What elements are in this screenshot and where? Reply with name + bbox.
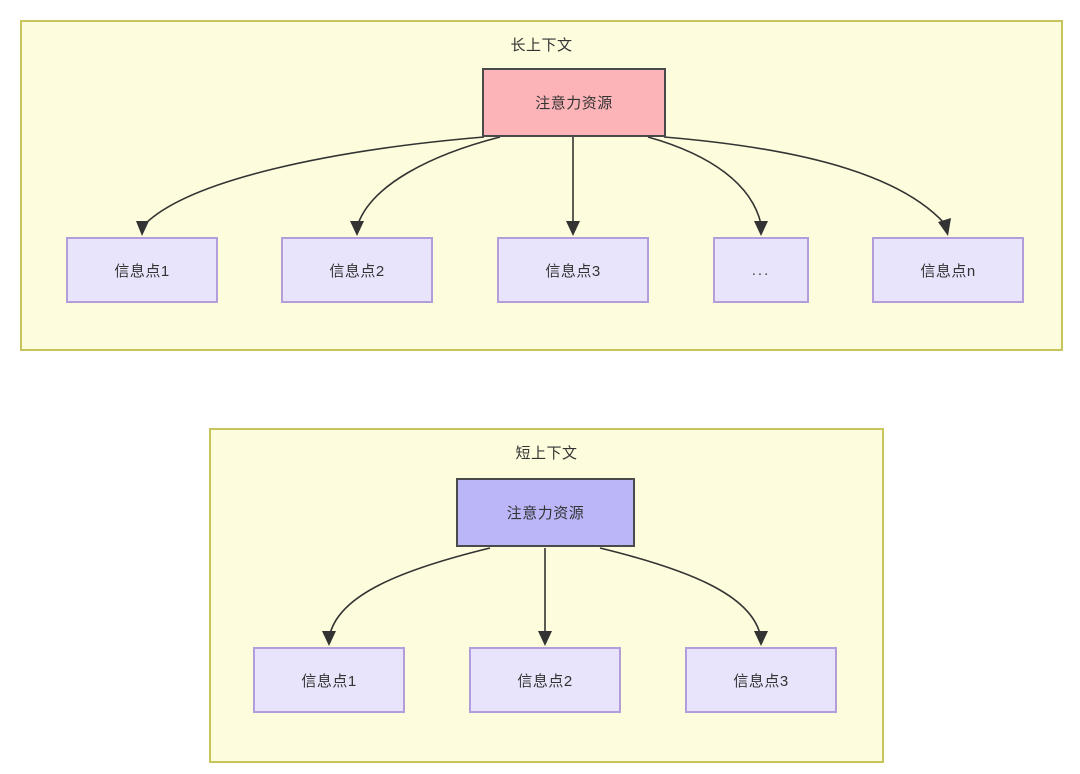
long-context-root-label: 注意力资源 xyxy=(535,95,613,112)
long-context-root-node[interactable]: 注意力资源 xyxy=(482,68,666,137)
long-context-leaf-1[interactable]: 信息点1 xyxy=(66,237,218,303)
short-context-leaf-3-label: 信息点3 xyxy=(733,672,789,690)
long-context-leaf-2[interactable]: 信息点2 xyxy=(281,237,433,303)
short-context-leaf-1[interactable]: 信息点1 xyxy=(253,647,405,713)
short-context-leaf-2[interactable]: 信息点2 xyxy=(469,647,621,713)
long-context-leaf-1-label: 信息点1 xyxy=(114,262,170,280)
short-context-root-label: 注意力资源 xyxy=(506,505,585,522)
long-context-leaf-n-label: 信息点n xyxy=(920,262,976,280)
long-context-leaf-ellipsis-label: ... xyxy=(751,261,771,279)
long-context-leaf-ellipsis[interactable]: ... xyxy=(713,237,809,303)
short-context-leaf-1-label: 信息点1 xyxy=(301,672,357,690)
long-context-leaf-n[interactable]: 信息点n xyxy=(872,237,1024,303)
panel-long-context-title: 长上下文 xyxy=(510,37,573,54)
short-context-leaf-2-label: 信息点2 xyxy=(517,672,573,690)
short-context-leaf-3[interactable]: 信息点3 xyxy=(685,647,837,713)
long-context-leaf-3[interactable]: 信息点3 xyxy=(497,237,649,303)
long-context-leaf-2-label: 信息点2 xyxy=(329,262,385,280)
panel-short-context-title: 短上下文 xyxy=(515,445,578,462)
long-context-leaf-3-label: 信息点3 xyxy=(545,262,601,280)
short-context-root-node[interactable]: 注意力资源 xyxy=(456,478,635,547)
